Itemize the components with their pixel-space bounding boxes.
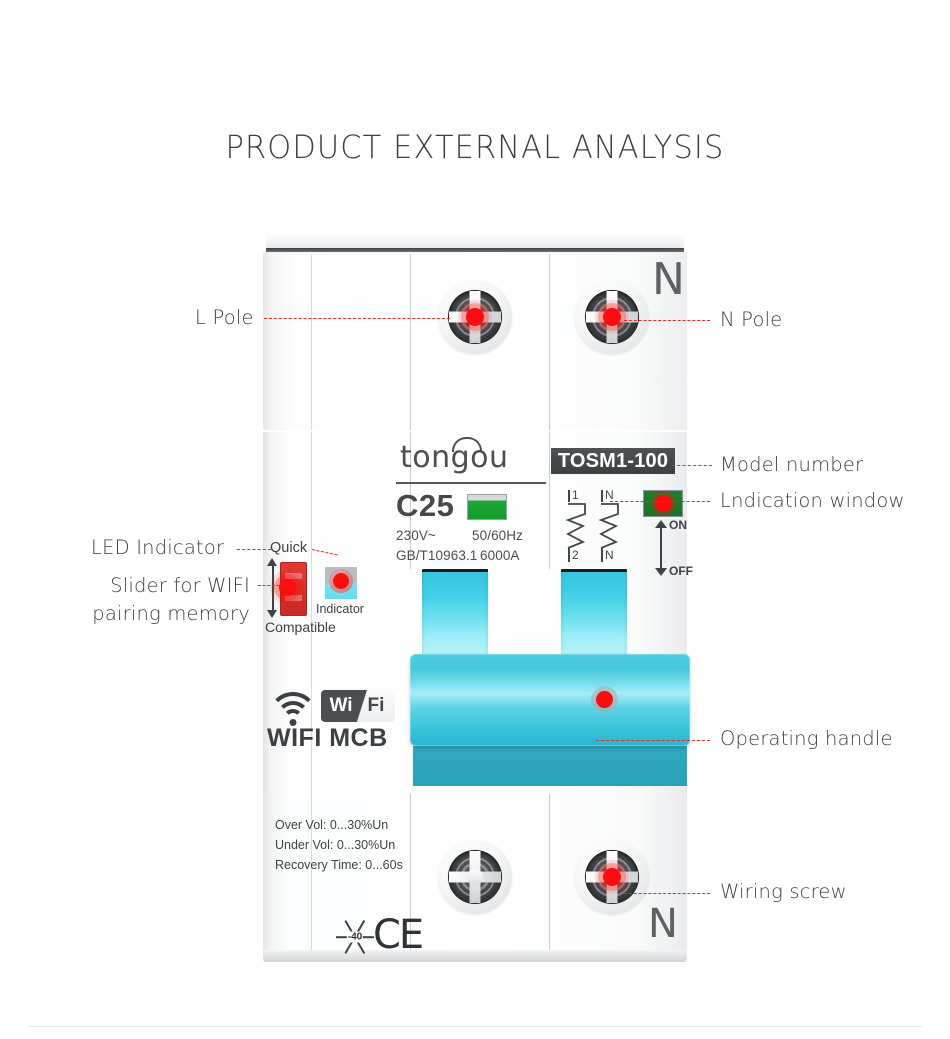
module-seam — [410, 794, 411, 950]
callout-wiring-screw: Wiring screw — [720, 880, 847, 903]
wiring-screw-l-bottom[interactable] — [438, 840, 512, 914]
spec-standard: GB/T10963.1 — [396, 548, 478, 563]
model-number-badge: TOSM1-100 — [551, 448, 675, 474]
spec-breaking-capacity: 6000A — [480, 548, 520, 563]
schematic-label-1: 1 — [572, 488, 579, 502]
callout-l-pole: L Pole — [195, 306, 254, 329]
leader-wiring-screw — [624, 893, 710, 894]
callout-slider-wifi-line2: pairing memory — [92, 601, 250, 625]
ce-mark-icon: CE — [373, 912, 424, 958]
indication-window-dot — [654, 495, 672, 512]
device-bottom-edge — [263, 950, 687, 962]
leader-n-pole — [624, 320, 710, 321]
footer-divider — [28, 1026, 922, 1027]
spec-frequency: 50/60Hz — [472, 528, 523, 543]
callout-slider-wifi-line1: Slider for WIFI — [110, 574, 250, 597]
leader-indication-window — [610, 501, 710, 502]
callout-led-indicator: LED Indicator — [91, 536, 225, 559]
module-seam — [311, 794, 312, 950]
rating-color-chip — [467, 494, 507, 520]
brand-logo: tongou — [400, 437, 509, 475]
operating-handle[interactable] — [410, 654, 690, 746]
quick-label: Quick — [270, 540, 308, 556]
leader-led-indicator-a — [237, 549, 271, 550]
page-title: PRODUCT EXTERNAL ANALYSIS — [225, 128, 725, 166]
callout-slider-wifi: Slider for WIFI pairing memory — [64, 572, 250, 627]
callout-operating-handle: Operating handle — [720, 727, 893, 750]
product-illustration: N tongou TOSM1-100 C25 230V~ 50/60Hz GB/… — [263, 232, 693, 962]
callout-indication-window: Lndication window — [720, 489, 905, 512]
circuit-schematic-icon: 1 N 2 N — [563, 488, 639, 570]
module-seam — [410, 432, 411, 569]
device-top-edge — [266, 248, 684, 252]
module-seam — [311, 432, 312, 794]
pole-marking-n-bottom: N — [648, 901, 678, 947]
bottom-spec-under-voltage: Under Vol: 0...30%Un — [275, 838, 396, 852]
switch-label-on: ON — [669, 518, 687, 532]
bottom-spec-over-voltage: Over Vol: 0...30%Un — [275, 818, 389, 832]
on-off-arrow-icon: ON OFF — [655, 518, 701, 578]
wiring-screw-n-bottom[interactable] — [575, 840, 649, 914]
schematic-label-n-top: N — [605, 488, 614, 502]
wifi-mcb-label: WIFI MCB — [267, 724, 388, 752]
compatible-label: Compatible — [265, 619, 336, 635]
handle-shadow — [413, 746, 687, 786]
module-seam — [549, 794, 550, 950]
marker-dot-led — [333, 573, 349, 589]
marker-dot-handle — [596, 691, 613, 708]
low-temperature-icon: -40 — [333, 917, 377, 957]
schematic-label-2: 2 — [572, 548, 579, 562]
toggle-column-l[interactable] — [422, 569, 488, 655]
indicator-label: Indicator — [316, 602, 364, 616]
callout-n-pole: N Pole — [720, 308, 783, 331]
leader-l-pole — [264, 318, 450, 319]
schematic-label-n-bottom: N — [605, 548, 614, 562]
spec-voltage: 230V~ — [396, 528, 436, 543]
marker-dot-wiring-screw — [603, 868, 621, 886]
leader-model-number — [672, 465, 712, 466]
leader-slider-wifi — [258, 585, 284, 586]
callout-model-number: Model number — [720, 453, 864, 476]
device-top-cap — [266, 232, 684, 248]
toggle-column-n[interactable] — [561, 569, 627, 655]
terminal-screw-n-top[interactable] — [575, 280, 649, 354]
marker-dot-slider — [279, 579, 296, 596]
pole-marking-n-top: N — [652, 254, 685, 305]
label-divider — [396, 482, 546, 484]
switch-label-off: OFF — [669, 564, 693, 578]
module-seam — [549, 432, 550, 569]
led-indicator-icon — [325, 567, 357, 599]
module-seam — [311, 254, 312, 430]
wifi-signal-icon — [268, 692, 318, 728]
current-rating: C25 — [396, 488, 455, 523]
temperature-rating-label: -40 — [346, 931, 364, 943]
module-seam — [410, 254, 411, 430]
wifi-badge-fi: Fi — [367, 695, 385, 716]
module-seam — [549, 254, 550, 430]
leader-operating-handle — [596, 740, 710, 741]
slider-direction-arrow-icon — [267, 558, 279, 618]
indication-window — [643, 490, 683, 517]
marker-dot-l-pole — [466, 308, 484, 326]
wifi-badge: Wi Fi — [321, 690, 395, 722]
bottom-spec-recovery-time: Recovery Time: 0...60s — [275, 858, 403, 872]
marker-dot-n-pole — [603, 308, 621, 326]
terminal-screw-l-top[interactable] — [438, 280, 512, 354]
